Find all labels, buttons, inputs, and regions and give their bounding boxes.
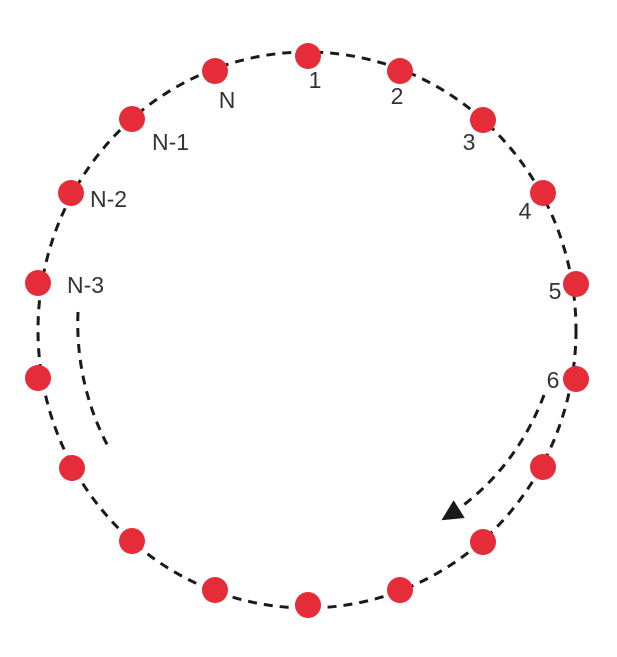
node-label-1: 1 (309, 67, 322, 93)
node-unlabeled (530, 454, 556, 480)
node-n (202, 58, 228, 84)
node-unlabeled (470, 529, 496, 555)
nodes-layer (25, 43, 589, 618)
node-label-n-2: N-2 (90, 186, 127, 212)
node-n-2 (58, 180, 84, 206)
node-label-5: 5 (549, 278, 562, 304)
node-5 (563, 271, 589, 297)
clockwise-arrow (441, 394, 546, 521)
node-4 (530, 180, 556, 206)
node-6 (563, 366, 589, 392)
node-label-n: N (219, 87, 236, 113)
node-unlabeled (25, 365, 51, 391)
node-label-4: 4 (519, 198, 532, 224)
node-label-n-3: N-3 (67, 272, 104, 298)
dashed-ring (36, 50, 578, 610)
node-3 (470, 107, 496, 133)
node-label-n-1: N-1 (152, 129, 189, 155)
node-unlabeled (119, 528, 145, 554)
node-unlabeled (295, 592, 321, 618)
node-n-3 (25, 270, 51, 296)
node-1 (295, 43, 321, 69)
node-label-2: 2 (391, 83, 404, 109)
node-2 (387, 58, 413, 84)
node-unlabeled (202, 577, 228, 603)
node-label-6: 6 (547, 367, 560, 393)
node-n-1 (119, 106, 145, 132)
node-unlabeled (59, 455, 85, 481)
labels-layer: 1 2 3 4 5 6 N-3 N-2 N-1 N (67, 67, 561, 393)
left-arc-segment (76, 311, 112, 451)
node-label-3: 3 (463, 129, 476, 155)
node-unlabeled (387, 577, 413, 603)
